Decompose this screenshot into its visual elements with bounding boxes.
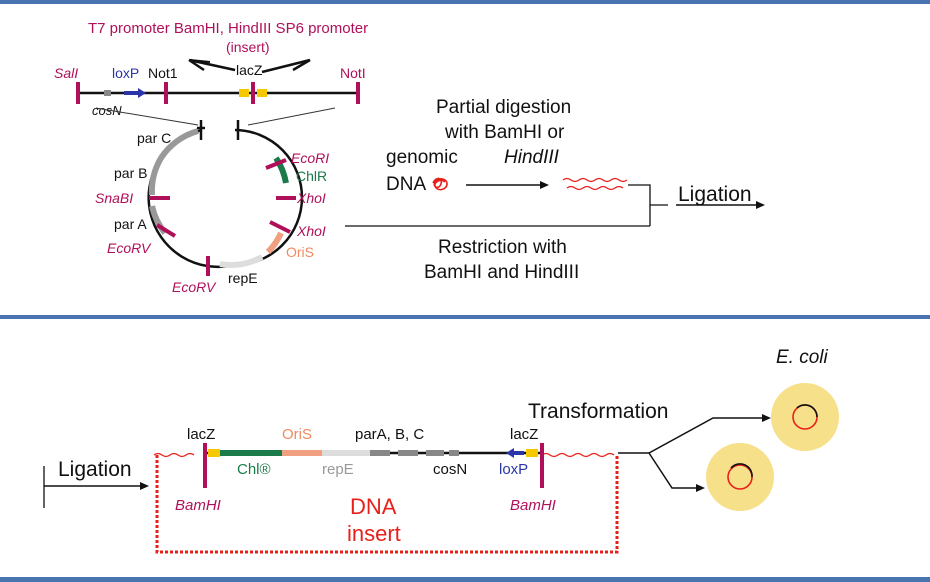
- par-mark-2: [398, 450, 418, 456]
- xhoi-label-2: XhoI: [296, 223, 326, 239]
- lacz-left-label: lacZ: [187, 426, 215, 443]
- cosn-mark: [104, 90, 111, 96]
- circular-plasmid: [147, 120, 304, 276]
- zoom-line-right: [247, 107, 336, 126]
- insert-paren-label: (insert): [226, 39, 270, 55]
- not1-label: Not1: [148, 65, 178, 81]
- par-mark-3: [426, 450, 444, 456]
- par-mark-1: [370, 450, 390, 456]
- parc-label: par C: [137, 130, 171, 146]
- transformation-label: Transformation: [528, 400, 668, 423]
- dna-insert-line1: DNA: [350, 494, 397, 519]
- fragment-to-ligation-line: [628, 184, 651, 226]
- ecorv-left-site: [155, 223, 177, 238]
- genomic-label: genomic: [386, 147, 458, 168]
- ecoli-label: E. coli: [776, 347, 829, 368]
- ecoli-cell-1: [771, 383, 839, 451]
- divider-bottom: [0, 577, 930, 582]
- cosn-label-2: cosN: [433, 461, 467, 478]
- oris-label-2: OriS: [282, 426, 312, 443]
- para-bc-label: parA, B, C: [355, 426, 424, 443]
- restriction-line2: BamHI and HindIII: [424, 262, 579, 283]
- ecorv-bottom-label: EcoRV: [172, 279, 217, 295]
- loxp-label-2: loxP: [499, 461, 528, 478]
- loxp-label: loxP: [112, 65, 139, 81]
- ligation-arrowhead-1: [756, 201, 765, 209]
- ecoli-cell-2: [706, 443, 774, 511]
- genomic-fragments: [562, 177, 628, 191]
- cosn-mark-2: [449, 450, 459, 456]
- xhoi-site-2: [269, 220, 291, 234]
- repe-label: repE: [228, 270, 258, 286]
- transform-arrowhead-2: [696, 484, 705, 492]
- restriction-line1: Restriction with: [438, 237, 567, 258]
- ecori-site: [265, 158, 287, 170]
- ligation-label-2: Ligation: [58, 458, 132, 481]
- cosn-label: cosN: [92, 103, 122, 118]
- bamhi-left-label: BamHI: [175, 497, 221, 514]
- ecorv-left-label: EcoRV: [107, 240, 152, 256]
- chl-mark: [220, 450, 282, 456]
- repe-label-2: repE: [322, 461, 354, 478]
- partial-digestion-line1: Partial digestion: [436, 97, 571, 118]
- ligation-label-1: Ligation: [678, 183, 752, 206]
- divider-top: [0, 0, 930, 4]
- par-a-segment: [149, 205, 168, 235]
- lacz-left-mark: [208, 449, 220, 457]
- insert-wave-left: [153, 452, 195, 458]
- genomic-dna-tangle-icon: [432, 177, 448, 191]
- para-label: par A: [114, 216, 147, 232]
- zoom-line-left: [95, 107, 199, 126]
- noti-label: NotI: [340, 65, 366, 81]
- transform-arrowhead-1: [762, 414, 771, 422]
- transform-arrow-2: [648, 452, 696, 489]
- parb-label: par B: [114, 165, 147, 181]
- dna-insert-box: [155, 455, 619, 554]
- partial-digestion-line3: HindIII: [504, 147, 560, 168]
- transform-arrow-1: [618, 417, 762, 454]
- lacz-yellow-right: [257, 89, 267, 97]
- snabi-label: SnaBI: [95, 190, 133, 206]
- insert-wave-right: [541, 452, 615, 458]
- genomic-arrowhead: [540, 181, 549, 189]
- loxp-arrow: [124, 88, 146, 98]
- loxp-arrow-2: [506, 448, 524, 458]
- dna-insert-line2: insert: [347, 521, 401, 546]
- mcs-arrows: [188, 58, 311, 74]
- sali-label: SalI: [54, 65, 78, 81]
- lacz-right-mark: [526, 449, 538, 457]
- divider-middle: [0, 315, 930, 319]
- repe-segment: [219, 254, 264, 268]
- xhoi-label-1: XhoI: [296, 190, 326, 206]
- chl-label: Chl®: [237, 461, 271, 478]
- lacz-yellow-left: [239, 89, 249, 97]
- lacz-top-label: lacZ: [236, 62, 263, 78]
- partial-digestion-line2: with BamHI or: [444, 122, 565, 143]
- chlr-label: ChlR: [296, 168, 327, 184]
- chl-segment: [273, 156, 289, 184]
- repe-mark: [322, 450, 370, 456]
- par-bc-segment: [148, 128, 199, 196]
- oris-label: OriS: [286, 244, 314, 260]
- oris-segment: [265, 231, 284, 255]
- bamhi-right-label: BamHI: [510, 497, 556, 514]
- oris-mark: [282, 450, 322, 456]
- dna-label: DNA: [386, 174, 426, 195]
- ecori-label: EcoRI: [291, 150, 329, 166]
- lacz-right-label: lacZ: [510, 426, 538, 443]
- ligation-arrowhead-2: [140, 482, 149, 490]
- top-promoter-label: T7 promoter BamHI, HindIII SP6 promoter: [88, 20, 368, 37]
